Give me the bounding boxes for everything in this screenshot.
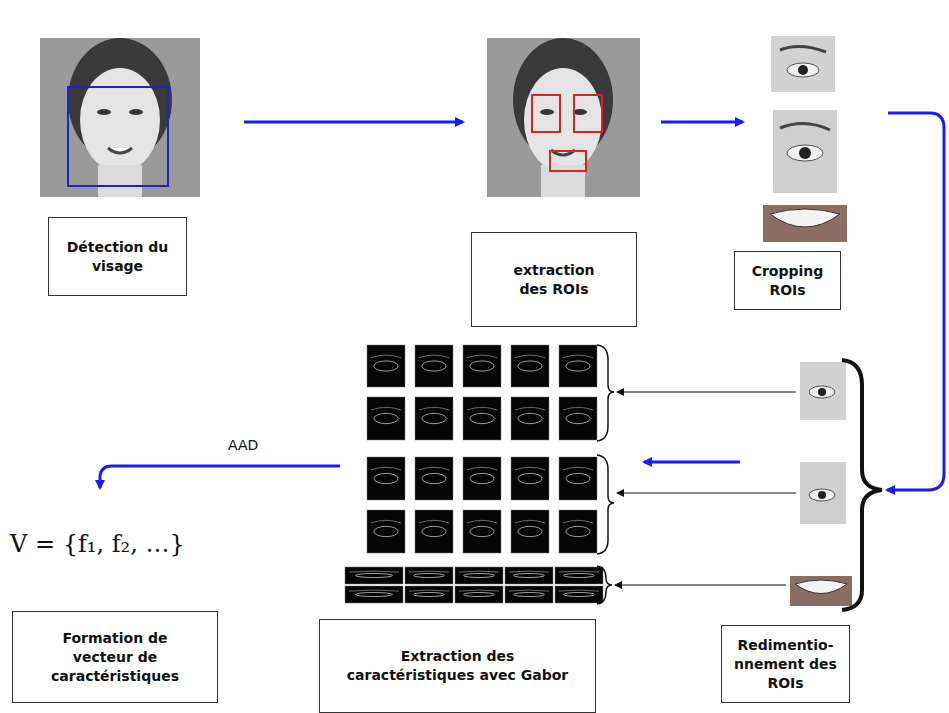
flow-arrows	[100, 113, 944, 490]
step-label: Détection du visage	[58, 238, 178, 276]
step-box: Détection du visage	[48, 217, 187, 296]
feature-vector-formula: V = {f₁, f₂, …}	[10, 530, 185, 558]
step-box: Redimentio- nnement des ROIs	[721, 625, 850, 703]
step-label: Cropping ROIs	[743, 262, 833, 300]
cropped-rois	[763, 36, 847, 242]
gabor-braces	[597, 345, 614, 604]
step-label: Redimentio- nnement des ROIs	[731, 636, 841, 693]
face-box	[68, 87, 168, 186]
face-photo-rois	[487, 38, 640, 197]
gabor-responses	[345, 345, 603, 603]
step-box: Formation de vecteur de caractéristiques	[12, 611, 218, 703]
step-label: extraction des ROIs	[504, 261, 604, 299]
step-box: Extraction des caractéristiques avec Gab…	[319, 619, 596, 713]
step-box: Cropping ROIs	[734, 251, 841, 310]
resized-rois	[790, 362, 852, 606]
step-label: Formation de vecteur de caractéristiques	[40, 629, 190, 686]
arrow-label: AAD	[228, 437, 258, 453]
thin-arrows	[615, 392, 796, 585]
step-box: extraction des ROIs	[471, 232, 637, 327]
brace	[842, 360, 882, 610]
step-label: Extraction des caractéristiques avec Gab…	[343, 647, 573, 685]
face-photo	[40, 38, 200, 197]
